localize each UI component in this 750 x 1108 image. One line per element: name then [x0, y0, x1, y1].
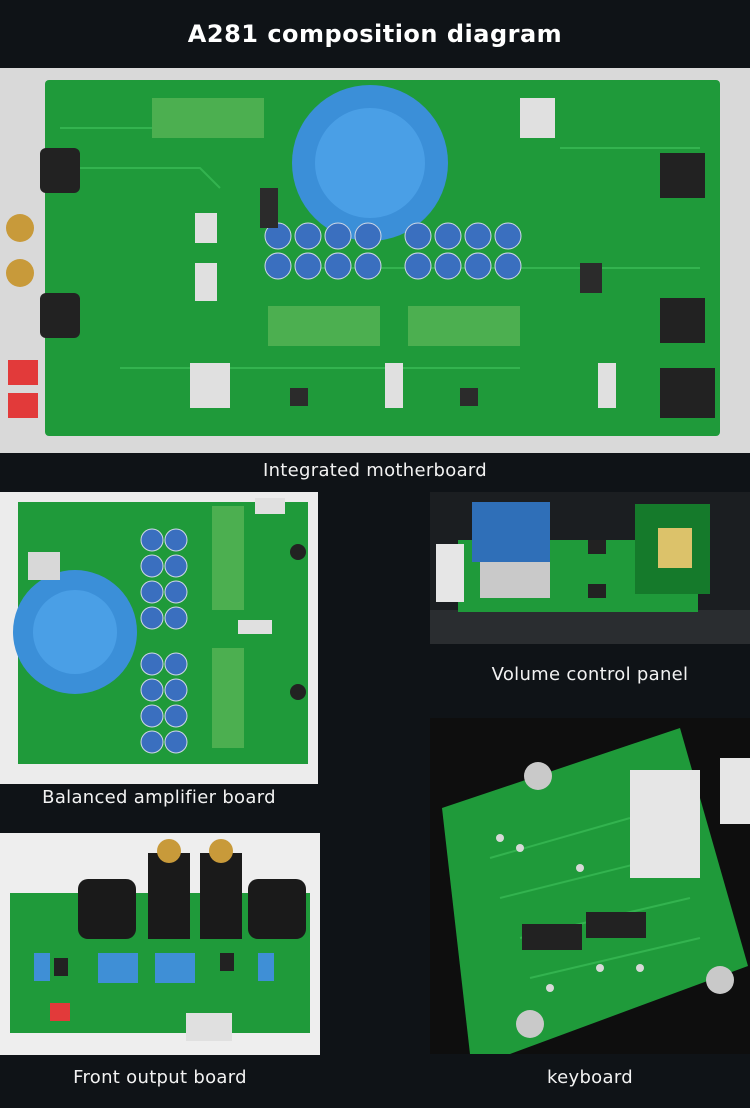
amplifier-caption: Balanced amplifier board [42, 787, 276, 808]
front-output-photo [0, 833, 320, 1055]
volume-panel-photo [430, 492, 750, 644]
keyboard-photo [430, 718, 750, 1054]
front-output-caption: Front output board [73, 1067, 247, 1088]
volume-caption: Volume control panel [491, 664, 689, 685]
page-title: A281 composition diagram [187, 20, 563, 48]
amplifier-photo [0, 492, 318, 784]
motherboard-caption: Integrated motherboard [262, 460, 488, 481]
keyboard-caption: keyboard [547, 1067, 633, 1088]
motherboard-photo [0, 68, 750, 453]
